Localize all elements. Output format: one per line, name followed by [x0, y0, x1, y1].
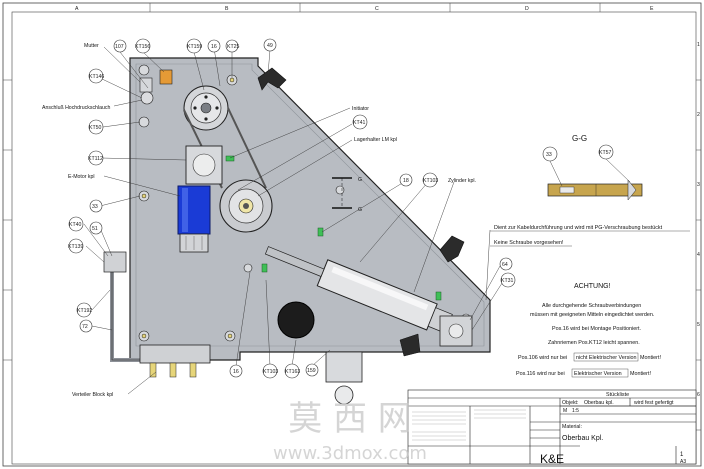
watermark-chinese: 莫 西 网 — [288, 399, 412, 439]
section-letter-g-top: G — [358, 177, 362, 183]
note-kabeldurchfuehrung: Dient zur Kabeldurchführung und wird mit… — [494, 225, 663, 231]
tb-m-label: M — [563, 408, 567, 414]
label-initiator: Initiator — [352, 106, 369, 112]
zone-number-1: 1 — [697, 42, 700, 48]
manifold-fittings — [149, 362, 197, 378]
note-line-5a: Pos.106 wird nur bei — [518, 355, 567, 361]
section-callout-33: 33 — [546, 152, 552, 158]
zone-number-2: 2 — [697, 112, 700, 118]
inner-frame — [11, 11, 697, 465]
callout-33: 33 — [92, 204, 98, 210]
tb-stueckliste: Stückliste — [606, 392, 629, 398]
label-zylinder: Zylinder kpl. — [448, 178, 476, 184]
watermark-url: www.3dmox.com — [273, 443, 427, 464]
label-anschluss: Anschluß Hochdruckschlauch — [42, 105, 110, 111]
tb-note: wird fest gefertigt — [634, 400, 674, 406]
note-line-1: Alle durchgehende Schraubverbindungen — [542, 303, 641, 309]
leader-lines — [83, 46, 505, 395]
note-line-6b: Elektrischer Version — [574, 371, 622, 377]
callout-kt31: KT31 — [501, 278, 514, 284]
callout-51: 51 — [92, 226, 98, 232]
zone-letter-b: B — [225, 6, 229, 12]
callout-kt139: KT139 — [68, 244, 83, 250]
zone-number-3: 3 — [697, 182, 700, 188]
callout-64: 64 — [502, 262, 508, 268]
callout-kt40: KT40 — [69, 222, 82, 228]
callout-kt25: KT25 — [227, 44, 240, 50]
hydraulic-cylinder — [264, 246, 453, 334]
top-zone-ruler — [149, 3, 601, 12]
tb-sheet: 1 — [680, 452, 684, 458]
section-letter-g-bottom: G — [358, 207, 362, 213]
callout-balloons — [68, 38, 516, 379]
title-block — [407, 389, 697, 465]
title-block-fine-text — [412, 409, 526, 441]
black-disc — [277, 301, 315, 339]
zone-letter-e: E — [650, 6, 654, 12]
label-verteiler: Verteiler Block kpl — [72, 392, 113, 398]
callout-49: 49 — [267, 43, 273, 49]
callout-kt146: KT146 — [89, 74, 104, 80]
callout-107: 107 — [115, 44, 124, 50]
tb-objekt-label: Objekt: — [562, 400, 578, 406]
yellow-fittings — [141, 77, 469, 339]
callout-kt163: KT163 — [285, 369, 300, 375]
main-gear — [219, 179, 273, 233]
bottom-bracket — [325, 351, 363, 383]
tb-size: A3 — [680, 459, 686, 465]
note-line-5b: nicht Elektrischer Version — [576, 355, 637, 361]
green-fittings — [225, 155, 442, 301]
left-zone-ruler — [3, 79, 12, 361]
tb-m-value: 1:5 — [572, 408, 579, 414]
top-handle — [257, 67, 287, 91]
top-pulley — [183, 85, 229, 131]
right-zone-ruler — [696, 79, 701, 431]
callout-18: 18 — [403, 178, 409, 184]
valve-manifold — [139, 344, 211, 364]
note-line-5c: Montiert! — [640, 355, 661, 361]
label-mutter: Mutter — [84, 43, 99, 49]
note-line-6c: Montiert! — [630, 371, 651, 377]
right-handle — [439, 235, 465, 263]
callout-16: 16 — [211, 44, 217, 50]
label-emotor: E-Motor kpl — [68, 174, 95, 180]
tb-company: K&E — [540, 452, 564, 466]
tb-material: Material: — [562, 424, 582, 430]
label-lagerhalter: Lagerhalter LM kpl — [354, 137, 397, 143]
callout-kt103-top: KT103 — [423, 178, 438, 184]
callout-16-bottom: 16 — [233, 369, 239, 375]
tb-name: Oberbau Kpl. — [562, 435, 603, 442]
callout-kt112: KT112 — [88, 156, 103, 162]
callout-kt156: KT156 — [135, 44, 150, 50]
section-title: G-G — [572, 134, 587, 143]
note-line-6a: Pos.116 wird nur bei — [516, 371, 565, 377]
callout-kt41: KT41 — [353, 120, 366, 126]
note-line-3: Pos.16 wird bei Montage Positioniert. — [552, 326, 641, 332]
callout-kt192: KT192 — [77, 308, 92, 314]
callout-kt103-bottom: KT103 — [263, 369, 278, 375]
callout-159: 159 — [307, 368, 316, 374]
callout-kt50: KT50 — [89, 125, 102, 131]
orange-cap — [159, 69, 173, 85]
tb-objekt-value: Oberbau kpl. — [584, 400, 614, 406]
housing-inner-edge — [135, 63, 485, 347]
zone-number-6: 6 — [697, 392, 700, 398]
note-line-2: müssen mit geeigneten Mitteln eingedicht… — [530, 312, 654, 318]
zone-letter-d: D — [525, 6, 529, 12]
zone-letter-a: A — [75, 6, 79, 12]
callout-kt159: KT159 — [187, 44, 202, 50]
note-achtung: ACHTUNG! — [574, 283, 611, 290]
zone-number-5: 5 — [697, 322, 700, 328]
note-keine-schraube: Keine Schraube vorgesehen! — [494, 240, 564, 246]
zone-number-4: 4 — [697, 252, 700, 258]
note-line-4: Zahnriemen Pos.KT12 leicht spannen. — [548, 340, 640, 346]
callout-72: 72 — [82, 324, 88, 330]
section-callout-kt57: KT57 — [599, 150, 612, 156]
zone-letter-c: C — [375, 6, 379, 12]
